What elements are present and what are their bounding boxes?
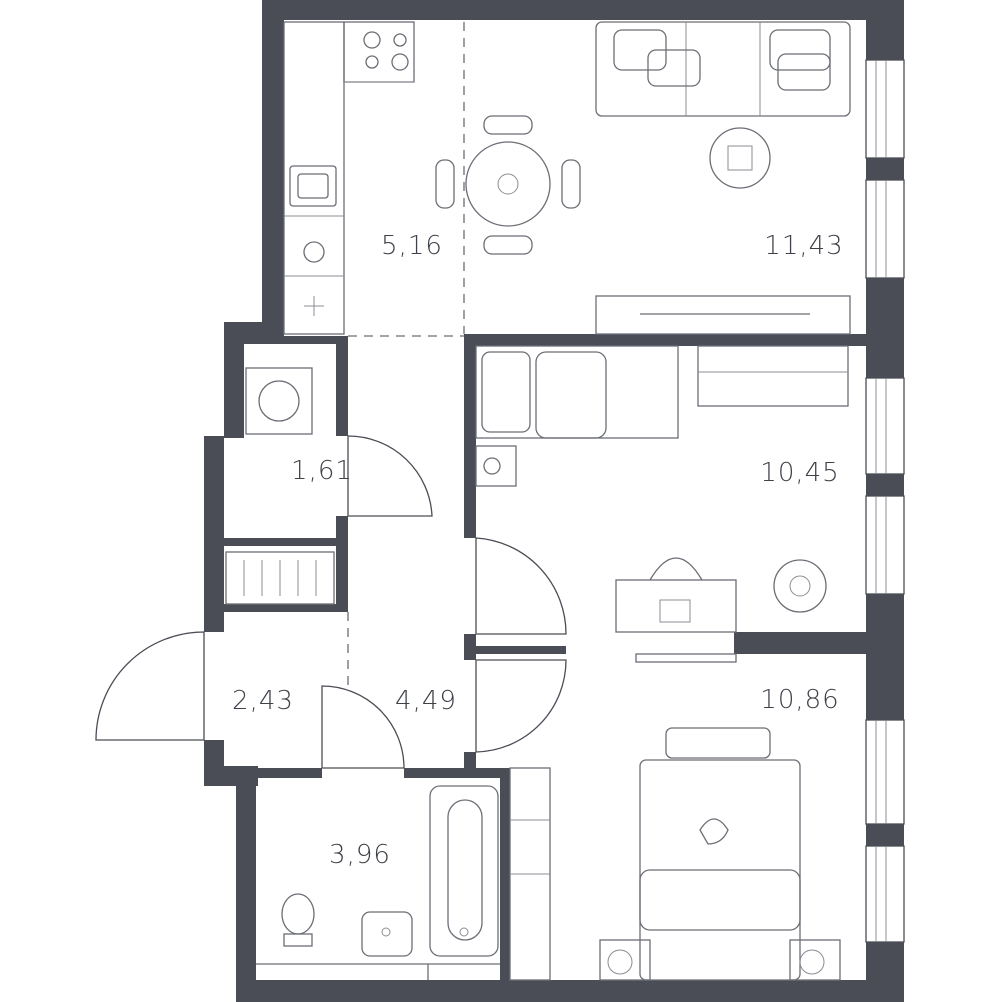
- utility-furniture: [225, 367, 335, 605]
- doors: [95, 435, 567, 769]
- bedroom-1-furniture: [475, 345, 849, 663]
- kitchen-furniture: [283, 21, 581, 335]
- room-area-bedroom-1: 10,45: [760, 458, 840, 488]
- room-area-utility: 1,61: [291, 456, 353, 486]
- walls: [204, 0, 904, 1002]
- bedroom-2-furniture: [509, 727, 841, 981]
- room-area-bathroom: 3,96: [329, 840, 391, 870]
- room-area-bedroom-2: 10,86: [760, 685, 840, 715]
- zone-dividers: [347, 22, 465, 768]
- living-furniture: [595, 21, 851, 335]
- room-area-kitchen: 5,16: [381, 231, 443, 261]
- bathroom-furniture: [256, 785, 500, 980]
- windows: [865, 59, 905, 943]
- room-area-living: 11,43: [764, 231, 844, 261]
- room-area-entrance: 2,43: [232, 686, 294, 716]
- room-area-hall: 4,49: [395, 686, 457, 716]
